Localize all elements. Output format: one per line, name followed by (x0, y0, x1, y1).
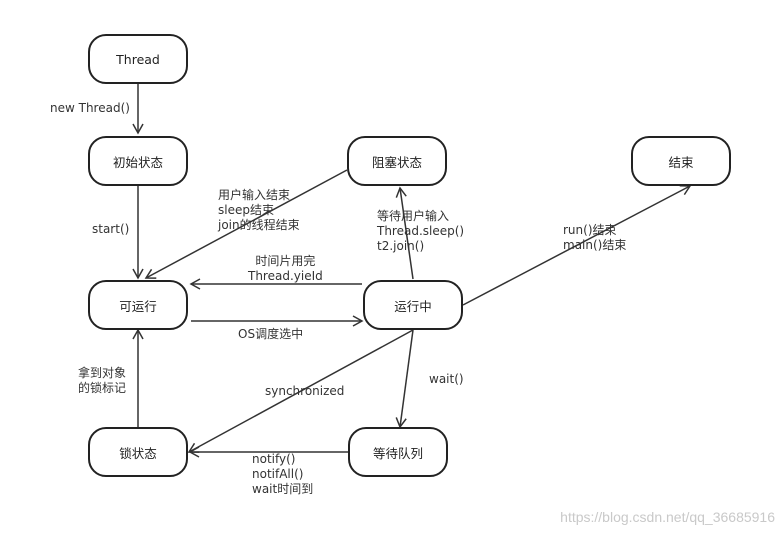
state-locked-label: 锁状态 (119, 445, 157, 461)
label-waiting-to-lock: notify() notifAll() wait时间到 (252, 452, 313, 497)
label-line: Thread.yieId (248, 269, 323, 283)
label-line: notifAll() (252, 467, 304, 481)
state-locked: 锁状态 (88, 427, 188, 477)
state-initial-label: 初始状态 (112, 154, 163, 170)
edge-blocked-to-runnable (144, 169, 348, 279)
label-start: start() (92, 222, 130, 236)
state-runnable: 可运行 (88, 280, 188, 330)
label-line: Thread.sleep() (377, 224, 465, 238)
state-blocked: 阻塞状态 (347, 136, 447, 186)
state-terminated-label: 结束 (668, 154, 694, 170)
label-line: 等待用户输入 (377, 209, 450, 223)
state-thread: Thread (88, 34, 188, 84)
state-blocked-label: 阻塞状态 (371, 154, 422, 170)
state-initial: 初始状态 (88, 136, 188, 186)
label-line: sleep结束 (218, 203, 274, 217)
state-runnable-label: 可运行 (119, 298, 157, 314)
state-terminated: 结束 (631, 136, 731, 186)
state-waiting-label: 等待队列 (372, 445, 423, 461)
edge-wait (395, 329, 414, 429)
state-waiting: 等待队列 (348, 427, 448, 477)
label-line: wait时间到 (252, 482, 314, 496)
edge-running-to-end (462, 185, 692, 306)
label-runnable-to-running: OS调度选中 (238, 327, 304, 341)
label-line: 拿到对象 (78, 366, 127, 380)
edge-synchronized (187, 329, 414, 453)
label-running-to-runnable: 时间片用完 Thread.yieId (248, 254, 323, 284)
state-thread-label: Thread (116, 51, 160, 67)
label-running-to-end: run()结束 main()结束 (563, 223, 626, 253)
label-synchronized: synchronized (265, 384, 345, 398)
label-line: run()结束 (563, 223, 617, 237)
label-line: join的线程结束 (218, 218, 300, 232)
state-running-label: 运行中 (394, 298, 432, 314)
label-line: notify() (252, 452, 296, 466)
label-running-to-blocked: 等待用户输入 Thread.sleep() t2.join() (377, 209, 464, 254)
state-running: 运行中 (363, 280, 463, 330)
label-line: t2.join() (377, 239, 425, 253)
label-new-thread: new Thread() (50, 101, 130, 115)
label-blocked-to-runnable: 用户输入结束 sleep结束 join的线程结束 (218, 188, 300, 233)
label-line: main()结束 (563, 238, 627, 252)
label-line: 时间片用完 (255, 254, 316, 268)
edge-running-to-blocked (395, 186, 414, 280)
label-wait: wait() (429, 372, 464, 386)
label-line: 的锁标记 (78, 381, 127, 395)
watermark: https://blog.csdn.net/qq_36685916 (560, 509, 775, 525)
label-line: 用户输入结束 (218, 188, 291, 202)
label-lock-to-runnable: 拿到对象 的锁标记 (78, 366, 126, 396)
